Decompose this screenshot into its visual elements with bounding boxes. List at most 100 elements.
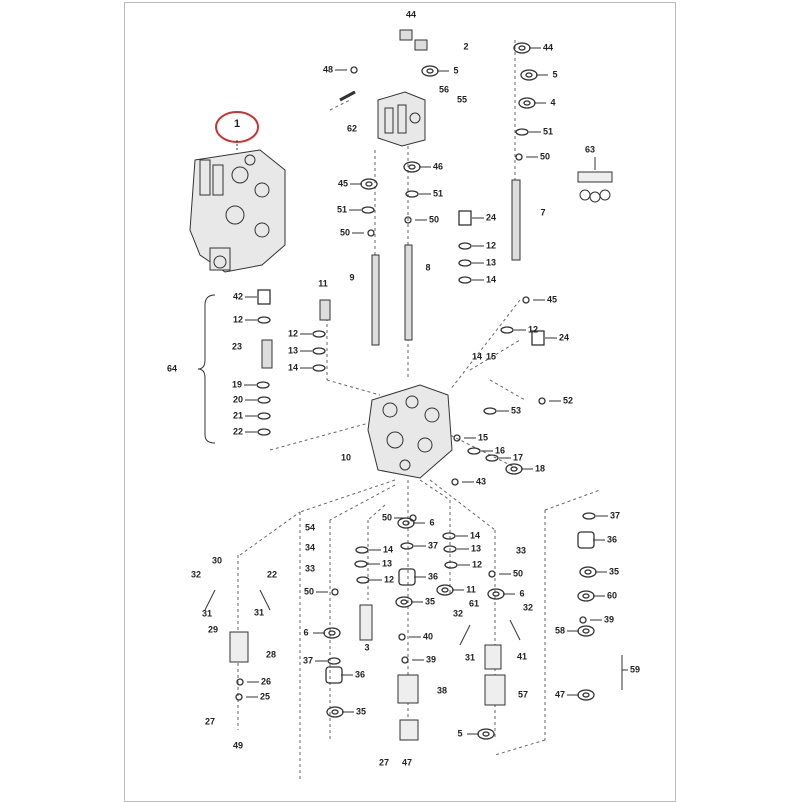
cap-part — [323, 627, 341, 639]
washer-part — [236, 678, 244, 686]
part-label-37: 37 — [610, 510, 620, 520]
cap-part — [577, 689, 595, 701]
cap-part — [436, 584, 454, 596]
washer-part — [522, 296, 530, 304]
part-label-12: 12 — [384, 574, 394, 584]
part-label-13: 13 — [471, 543, 481, 553]
o-ring-part — [458, 276, 472, 284]
part-label-29: 29 — [208, 624, 218, 634]
part-label-14: 14 — [470, 530, 480, 540]
part-label-54: 54 — [305, 522, 315, 532]
part-label-5: 5 — [457, 728, 462, 738]
part-label-58: 58 — [555, 625, 565, 635]
spring-part — [325, 666, 343, 684]
part-label-17: 17 — [513, 452, 523, 462]
part-label-14: 14 — [472, 351, 482, 361]
o-ring-part — [355, 546, 369, 554]
part-label-12: 12 — [486, 240, 496, 250]
part-label-14: 14 — [383, 544, 393, 554]
highlighted-callout: 1 — [234, 118, 240, 130]
washer-part — [404, 216, 412, 224]
o-ring-part — [257, 316, 271, 324]
o-ring-part — [467, 447, 481, 455]
part-label-12: 12 — [472, 559, 482, 569]
part-label-44: 44 — [543, 42, 553, 52]
cap-hole — [426, 68, 434, 74]
part-label-40: 40 — [423, 631, 433, 641]
group-brace — [197, 294, 216, 444]
part-label-47: 47 — [555, 689, 565, 699]
part-label-33: 33 — [516, 545, 526, 555]
part-label-5: 5 — [453, 65, 458, 75]
o-ring-part — [444, 561, 458, 569]
cap-part — [505, 463, 523, 475]
o-ring-part — [443, 545, 457, 553]
cap-hole — [482, 731, 490, 737]
washer-part — [398, 633, 406, 641]
cap-part — [326, 706, 344, 718]
part-label-35: 35 — [425, 596, 435, 606]
cap-hole — [408, 164, 416, 170]
part-label-39: 39 — [426, 654, 436, 664]
part-label-20: 20 — [233, 394, 243, 404]
part-label-25: 25 — [260, 691, 270, 701]
washer-part — [538, 397, 546, 405]
o-ring-part — [485, 454, 499, 462]
part-label-27: 27 — [379, 757, 389, 767]
part-label-51: 51 — [337, 204, 347, 214]
o-ring-part — [312, 330, 326, 338]
o-ring-part — [400, 542, 414, 550]
cap-part — [487, 588, 505, 600]
o-ring-part — [405, 190, 419, 198]
cap-part — [579, 566, 597, 578]
part-label-13: 13 — [288, 345, 298, 355]
part-label-48: 48 — [323, 64, 333, 74]
cap-hole — [582, 593, 590, 599]
cap-hole — [331, 709, 339, 715]
part-label-63: 63 — [585, 144, 595, 154]
plug-part — [257, 289, 271, 305]
part-label-44: 44 — [406, 9, 416, 19]
part-label-51: 51 — [543, 126, 553, 136]
part-label-45: 45 — [338, 178, 348, 188]
part-label-24: 24 — [486, 212, 496, 222]
o-ring-part — [257, 428, 271, 436]
part-label-14: 14 — [288, 362, 298, 372]
part-label-12: 12 — [288, 328, 298, 338]
part-label-46: 46 — [433, 161, 443, 171]
part-label-3: 3 — [364, 642, 369, 652]
cap-part — [397, 517, 415, 529]
part-label-7: 7 — [540, 207, 545, 217]
plug-part — [531, 330, 545, 346]
washer-part — [515, 153, 523, 161]
part-label-22: 22 — [233, 426, 243, 436]
part-label-41: 41 — [517, 651, 527, 661]
o-ring-part — [361, 206, 375, 214]
part-label-21: 21 — [233, 410, 243, 420]
cap-hole — [582, 628, 590, 634]
cap-part — [403, 161, 421, 173]
valve-body — [367, 384, 453, 479]
part-label-24: 24 — [559, 332, 569, 342]
part-label-39: 39 — [604, 614, 614, 624]
cap-hole — [328, 630, 336, 636]
spring-part — [398, 568, 416, 586]
cap-part — [395, 596, 413, 608]
part-label-12: 12 — [528, 324, 538, 334]
washer-part — [451, 478, 459, 486]
cap-part — [577, 625, 595, 637]
part-label-13: 13 — [486, 257, 496, 267]
part-label-23: 23 — [232, 341, 242, 351]
part-label-62: 62 — [347, 123, 357, 133]
part-label-33: 33 — [305, 563, 315, 573]
part-label-14: 14 — [486, 274, 496, 284]
spool-9 — [371, 254, 380, 346]
part-label-49: 49 — [233, 740, 243, 750]
part-label-52: 52 — [563, 395, 573, 405]
part-label-42: 42 — [233, 291, 243, 301]
part-label-61: 61 — [469, 598, 479, 608]
part-label-50: 50 — [304, 586, 314, 596]
main-valve-assembly — [189, 149, 286, 273]
part-label-43: 43 — [476, 476, 486, 486]
